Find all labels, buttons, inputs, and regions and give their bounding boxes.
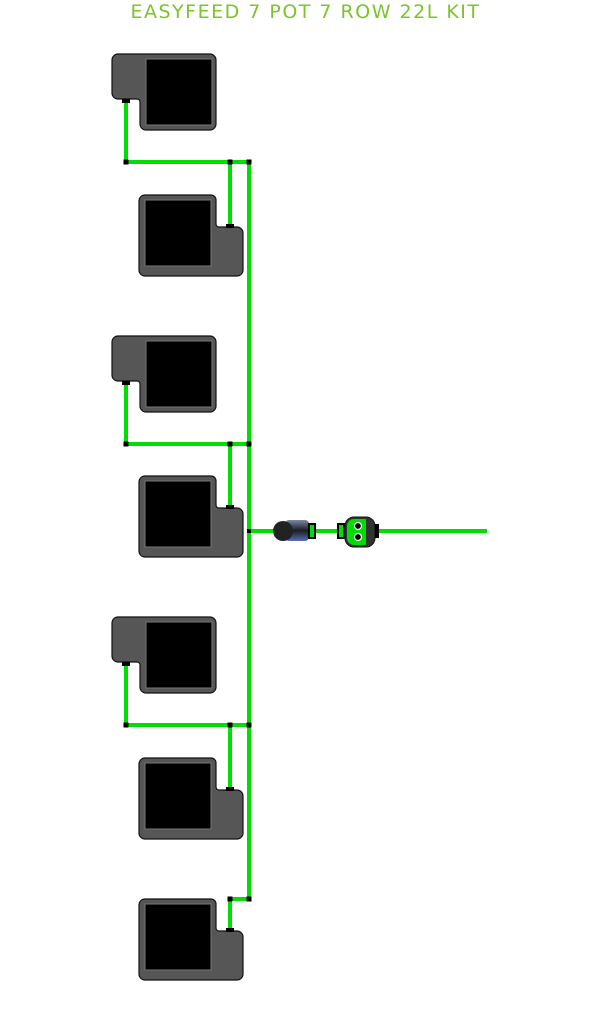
filter-connector — [308, 523, 316, 539]
pots-group — [111, 53, 244, 981]
joint — [246, 722, 252, 728]
pot-3 — [111, 335, 217, 413]
pot-1 — [111, 53, 217, 131]
pot-connector — [122, 662, 130, 666]
valve-connector — [337, 523, 345, 539]
valve-outlet — [375, 524, 379, 538]
pot-inner — [145, 621, 213, 689]
joint — [227, 159, 233, 165]
pot-inner — [145, 340, 213, 408]
joint — [246, 896, 252, 902]
pot-connector — [122, 381, 130, 385]
valve-hole-icon — [353, 532, 363, 542]
kit-title: EASYFEED 7 POT 7 ROW 22L KIT — [130, 1, 481, 23]
pot-5 — [111, 616, 217, 694]
pot-inner — [144, 199, 212, 267]
pot-inner — [145, 58, 213, 126]
pot-7 — [138, 898, 244, 981]
tap-valve — [337, 516, 379, 548]
pot-6 — [138, 757, 244, 840]
joint — [227, 896, 233, 902]
valve-hole-icon — [353, 521, 363, 531]
joint — [123, 159, 129, 165]
pot-inner — [144, 762, 212, 830]
joint — [227, 722, 233, 728]
pot-4 — [138, 475, 244, 558]
pot-connector — [226, 505, 234, 509]
joint — [246, 441, 252, 447]
pot-2 — [138, 194, 244, 277]
joint — [246, 159, 252, 165]
joint — [123, 441, 129, 447]
filter — [273, 520, 316, 541]
pot-connector — [226, 787, 234, 791]
pot-connector — [122, 99, 130, 103]
joint — [227, 441, 233, 447]
pot-connector — [226, 928, 234, 932]
pot-connector — [226, 224, 234, 228]
joint — [123, 722, 129, 728]
tee-joint — [247, 529, 251, 533]
filter-cap — [273, 521, 293, 541]
pot-inner — [144, 480, 212, 548]
pot-inner — [144, 903, 212, 971]
